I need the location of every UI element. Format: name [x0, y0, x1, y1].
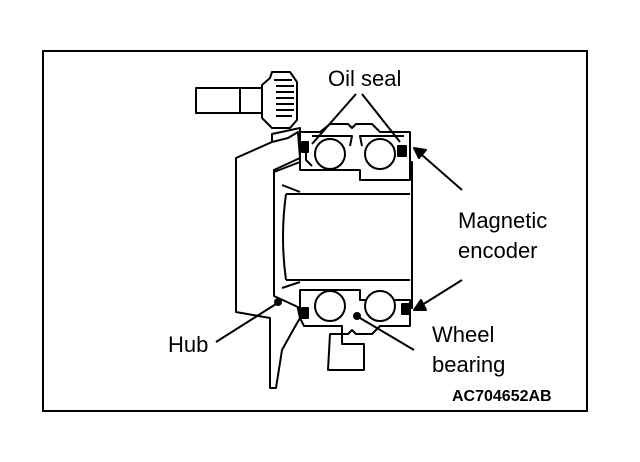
wheel-stud: [195, 71, 298, 129]
wheel-bearing-leader: [359, 317, 415, 351]
hub: [235, 127, 413, 389]
oil-seal-leader-left: [311, 93, 357, 145]
leader-lines: [215, 93, 463, 351]
hub-leader-dot: [274, 298, 282, 306]
magnetic-encoder-label-line2: encoder: [458, 238, 538, 263]
figure-code: AC704652AB: [452, 388, 552, 405]
bearing-outer-lower: [299, 289, 411, 371]
oil-seal-leader-right: [361, 93, 401, 143]
bearing-outer-upper: [299, 123, 411, 181]
wheel-bearing-leader-dot: [353, 312, 361, 320]
wheel-bearing-label-line1: Wheel: [432, 322, 495, 347]
hub-leader: [215, 303, 277, 343]
oil-seal-label: Oil seal: [328, 66, 402, 91]
magnetic-encoder-label-line1: Magnetic: [458, 208, 548, 233]
hub-label: Hub: [168, 332, 209, 357]
arrow-head-lower: [413, 299, 427, 311]
arrow-head-upper: [413, 147, 427, 159]
wheel-bearing-label-line2: bearing: [432, 352, 506, 377]
